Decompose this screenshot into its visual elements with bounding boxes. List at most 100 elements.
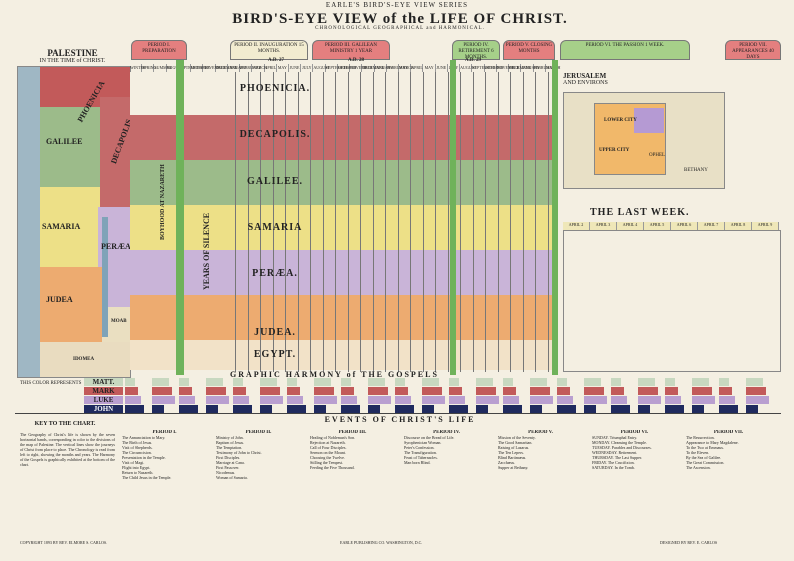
place-label: LOWER CITY: [604, 118, 637, 123]
harmony-segment: [422, 396, 445, 404]
journey-line: [422, 72, 424, 372]
harmony-segment: [395, 405, 414, 413]
harmony-segment: [557, 396, 573, 404]
jerusalem-subtitle: AND ENVIRONS: [563, 80, 608, 86]
harmony-segment: [206, 378, 223, 386]
map-subtitle: IN THE TIME of CHRIST.: [39, 58, 106, 64]
period-heading: PERIOD V.: [528, 430, 553, 435]
event-item: Mission of the Seventy.: [498, 435, 536, 440]
period-tab: PERIOD VII. APPEARANCES 40 DAYS: [725, 40, 781, 60]
harmony-segment: [314, 387, 334, 395]
band-judea: [130, 295, 558, 340]
harmony-segment: [530, 396, 553, 404]
harmony-segment: [530, 378, 547, 386]
place-label: BETHANY: [684, 168, 708, 173]
harmony-segment: [503, 387, 516, 395]
band-egypt: [130, 340, 558, 370]
month-cell: MAY: [423, 64, 436, 72]
last-week-day: APRIL 8: [725, 222, 752, 230]
harmony-segment: [422, 405, 434, 413]
event-item: Syrophenician Woman.: [404, 440, 442, 445]
band-label: SAMARIA: [247, 222, 303, 233]
event-item: Blind Bartimæus.: [498, 455, 527, 460]
harmony-segment: [179, 396, 195, 404]
harmony-segment: [368, 396, 391, 404]
month-cell: WINTER: [130, 64, 146, 72]
period-tab: PERIOD VI. THE PASSION 1 WEEK.: [560, 40, 690, 60]
month-cell: MARCH: [252, 64, 267, 72]
harmony-segment: [260, 378, 277, 386]
gospels-title: GRAPHIC HARMONY of THE GOSPELS: [230, 370, 439, 379]
event-item: First Disciples.: [216, 455, 241, 460]
event-item: The Temptation.: [216, 445, 243, 450]
last-week-title: THE LAST WEEK.: [590, 207, 690, 218]
map-region-label: PERÆA: [101, 242, 131, 251]
harmony-segment: [287, 387, 300, 395]
month-cell: FEBRUARY: [533, 64, 555, 72]
harmony-segment: [692, 387, 712, 395]
harmony-segment: [287, 405, 306, 413]
harmony-segment: [665, 396, 681, 404]
journey-line: [347, 72, 349, 372]
event-item: Baptism of Jesus.: [216, 440, 245, 445]
map-region-label: IDOMEA: [73, 357, 95, 362]
period-tab: PERIOD V. CLOSING MONTHS: [503, 40, 555, 60]
event-item: FRIDAY. The Crucifixion.: [592, 460, 635, 465]
journey-line: [372, 72, 374, 372]
harmony-segment: [152, 378, 169, 386]
harmony-segment: [233, 387, 246, 395]
harmony-segment: [611, 396, 627, 404]
period-heading: PERIOD I.: [152, 430, 177, 435]
journey-line: [360, 72, 361, 372]
event-item: Return to Nazareth.: [122, 470, 154, 475]
harmony-segment: [665, 387, 678, 395]
last-week-grid: [563, 230, 781, 372]
harmony-segment: [287, 378, 297, 386]
gospel-john: JOHN: [84, 405, 123, 413]
journey-line: [247, 72, 249, 372]
idomea-area: [40, 342, 130, 377]
harmony-segment: [476, 378, 493, 386]
period-column: [176, 60, 184, 375]
map-region-label: SAMARIA: [42, 222, 81, 231]
event-item: The Resurrection.: [686, 435, 715, 440]
event-item: Marriage at Cana.: [216, 460, 245, 465]
journey-line: [460, 72, 461, 372]
harmony-segment: [341, 405, 360, 413]
samaria-area: [40, 187, 100, 267]
month-cell: JULY: [302, 64, 314, 72]
harmony-segment: [152, 405, 164, 413]
events-column: PERIOD II.Ministry of John.Baptism of Je…: [216, 430, 301, 540]
event-item: SUNDAY. Triumphal Entry.: [592, 435, 638, 440]
harmony-segment: [449, 378, 459, 386]
period-heading: PERIOD II.: [245, 430, 272, 435]
month-cell: OCTOBER: [337, 64, 357, 72]
month-cell: SEPTEMBER: [472, 64, 496, 72]
month-cell: SUMMER: [154, 64, 172, 72]
month-cell: FEBRUARY: [386, 64, 408, 72]
vertical-label-boyhood: BOYHOOD AT NAZARETH: [160, 164, 166, 240]
gospel-key-label: THIS COLOR REPRESENTS: [20, 381, 82, 386]
harmony-segment: [584, 405, 596, 413]
harmony-segment: [449, 387, 462, 395]
month-cell: DECEMBER: [215, 64, 238, 72]
period-heading: PERIOD VI.: [620, 430, 649, 435]
period-tab: PERIOD III. GALILEAN MINISTRY 1 YEAR: [312, 40, 390, 60]
band-phoenicia: [130, 72, 558, 115]
band-label: JUDEA.: [254, 327, 296, 338]
event-item: Feeding the Five Thousand.: [310, 465, 355, 470]
gospel-matthew: MATT.: [84, 378, 123, 386]
period-heading: PERIOD III.: [338, 430, 367, 435]
event-item: The Good Samaritan.: [498, 440, 533, 445]
harmony-segment: [719, 405, 738, 413]
event-item: The Ascension.: [686, 465, 711, 470]
harmony-segment: [368, 378, 385, 386]
month-cell: SPRING: [142, 64, 157, 72]
band-label: PERÆA.: [252, 268, 298, 279]
event-item: Discourse on the Bread of Life.: [404, 435, 455, 440]
journey-line: [510, 72, 511, 372]
journey-line: [322, 72, 324, 372]
palestine-map: PHOENICIA GALILEE DECAPOLIS SAMARIA PERÆ…: [17, 66, 131, 378]
period-tab: PERIOD II. INAUGURATION 15 MONTHS.: [230, 40, 308, 60]
last-week-day: APRIL 4: [617, 222, 644, 230]
